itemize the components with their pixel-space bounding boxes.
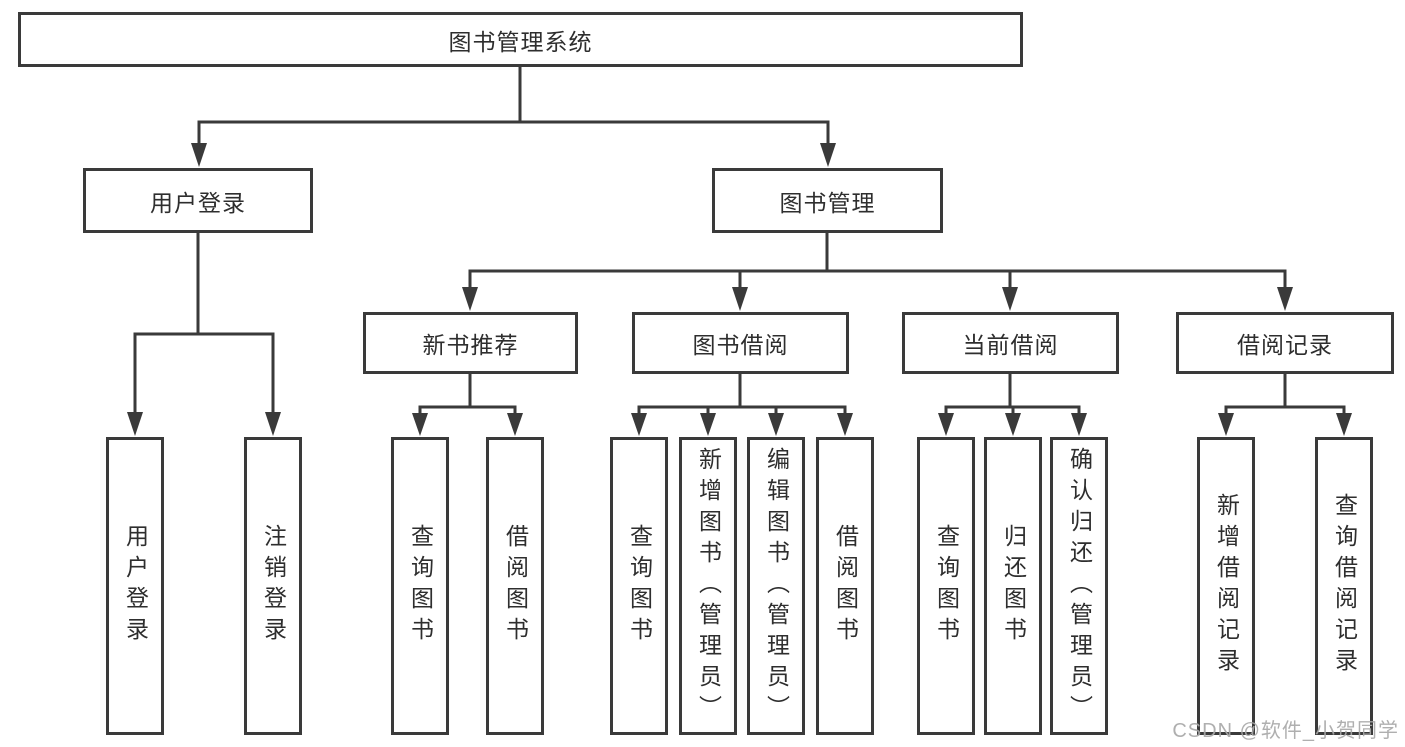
leaf-records-query-record: 查询借阅记录 bbox=[1315, 437, 1373, 735]
leaf-current-return-book: 归还图书 bbox=[984, 437, 1042, 735]
leaf-newbook-borrow-book: 借阅图书 bbox=[486, 437, 544, 735]
connector-newbook-to-leaves bbox=[412, 374, 523, 436]
leaf-logout: 注销登录 bbox=[244, 437, 302, 735]
leaf-records-add-record: 新增借阅记录 bbox=[1197, 437, 1255, 735]
node-borrowing-records: 借阅记录 bbox=[1176, 312, 1394, 374]
connector-borrowing-to-leaves bbox=[631, 374, 853, 436]
leaf-user-login: 用户登录 bbox=[106, 437, 164, 735]
node-book-borrowing: 图书借阅 bbox=[632, 312, 849, 374]
node-book-management: 图书管理 bbox=[712, 168, 943, 233]
node-library-management-system: 图书管理系统 bbox=[18, 12, 1023, 67]
leaf-current-query-book: 查询图书 bbox=[917, 437, 975, 735]
csdn-watermark: CSDN @软件_小贺同学 bbox=[1172, 720, 1399, 742]
leaf-borrowing-add-book-admin: 新增图书（管理员） bbox=[679, 437, 737, 735]
connector-root-to-level2 bbox=[191, 67, 836, 167]
leaf-newbook-query-book: 查询图书 bbox=[391, 437, 449, 735]
leaf-borrowing-edit-book-admin: 编辑图书（管理员） bbox=[747, 437, 805, 735]
connector-userlogin-to-leaves bbox=[127, 233, 281, 436]
node-new-book-recommend: 新书推荐 bbox=[363, 312, 578, 374]
leaf-borrowing-query-book: 查询图书 bbox=[610, 437, 668, 735]
node-current-borrowing: 当前借阅 bbox=[902, 312, 1119, 374]
connector-records-to-leaves bbox=[1218, 374, 1352, 436]
node-user-login: 用户登录 bbox=[83, 168, 313, 233]
leaf-current-confirm-return-admin: 确认归还（管理员） bbox=[1050, 437, 1108, 735]
leaf-borrowing-borrow-book: 借阅图书 bbox=[816, 437, 874, 735]
connector-current-to-leaves bbox=[938, 374, 1087, 436]
connector-bookmgmt-to-level3 bbox=[462, 233, 1293, 311]
